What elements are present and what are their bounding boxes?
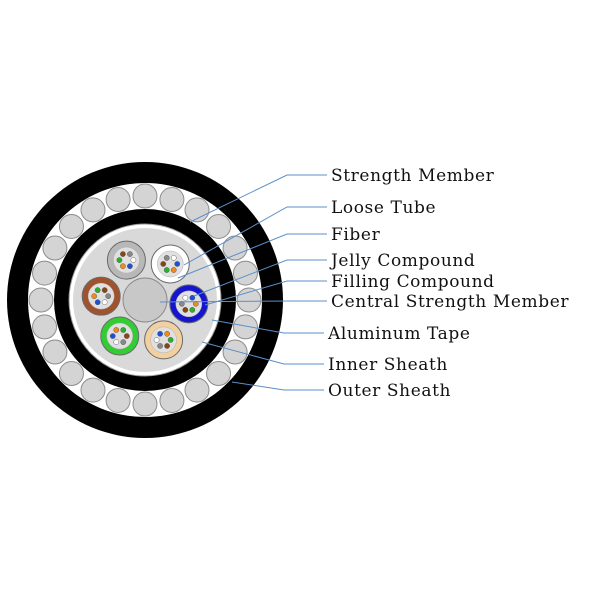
aluminum-tape-label: Aluminum Tape xyxy=(327,324,471,344)
fiber xyxy=(163,267,170,273)
strength-member-wire xyxy=(132,391,158,417)
strength-member-wire xyxy=(232,314,258,340)
jelly-compound xyxy=(106,322,134,350)
central-strength-member-label: Central Strength Member xyxy=(331,292,569,312)
inner-sheath-label: Inner Sheath xyxy=(328,355,448,375)
central-strength-member xyxy=(122,277,168,323)
fiber xyxy=(120,327,127,333)
strength-member-wire xyxy=(58,213,84,239)
fiber xyxy=(170,255,177,261)
jelly-compound xyxy=(113,246,140,274)
strength-member-wire xyxy=(42,235,68,261)
jelly-compound xyxy=(175,290,203,318)
fiber xyxy=(94,299,101,306)
jelly-compound-leader-line xyxy=(193,259,327,297)
strength-member-wire xyxy=(105,387,131,413)
strength-member-wire xyxy=(206,213,232,239)
strength-member-wire xyxy=(80,197,106,223)
jelly-compound xyxy=(87,282,115,310)
fiber xyxy=(130,257,137,263)
strength-member-wire xyxy=(105,187,131,213)
fiber xyxy=(120,263,126,269)
strength-member-wire xyxy=(236,287,262,313)
loose-tube-leader-line xyxy=(183,206,327,266)
fiber xyxy=(101,299,108,306)
fiber-label: Fiber xyxy=(331,225,381,245)
fiber xyxy=(113,339,120,345)
fiber xyxy=(189,294,196,301)
filling-compound-label: Filling Compound xyxy=(331,272,495,292)
strength-member-wire xyxy=(80,377,106,403)
strength-member-wire xyxy=(184,377,210,403)
fiber xyxy=(123,333,130,339)
jelly-compound-label: Jelly Compound xyxy=(329,251,475,271)
fiber xyxy=(164,343,170,349)
fiber xyxy=(157,343,163,349)
strength-member-label: Strength Member xyxy=(331,166,495,186)
fiber xyxy=(105,293,111,299)
fiber xyxy=(127,251,133,257)
strength-member-wire xyxy=(132,183,158,209)
fiber xyxy=(174,261,181,267)
fiber xyxy=(189,307,196,313)
strength-member-leader-line xyxy=(189,174,327,223)
fiber xyxy=(164,331,170,337)
fiber xyxy=(109,333,116,339)
outer-sheath-leader-line xyxy=(231,381,324,391)
fiber xyxy=(91,293,97,299)
fiber xyxy=(116,257,123,263)
strength-member-wire xyxy=(222,235,248,261)
fiber xyxy=(127,263,133,269)
fiber xyxy=(157,331,163,337)
strength-member-wire xyxy=(28,287,54,313)
fiber xyxy=(160,261,167,267)
fiber xyxy=(179,301,185,307)
inner-sheath-leader-line xyxy=(201,341,324,365)
fiber xyxy=(170,267,177,273)
strength-member-wire xyxy=(42,339,68,365)
fiber xyxy=(182,307,189,313)
outer-sheath-label: Outer Sheath xyxy=(328,381,451,401)
strength-member-wire xyxy=(32,314,58,340)
fiber xyxy=(101,287,108,293)
fiber xyxy=(153,337,160,343)
strength-member-wire xyxy=(58,361,84,387)
strength-member-wire xyxy=(222,339,248,365)
strength-member-wire xyxy=(32,260,58,286)
jelly-compound xyxy=(156,250,184,278)
fiber xyxy=(94,287,101,293)
strength-member-wire xyxy=(206,361,232,387)
aluminum-tape-leader-line xyxy=(211,319,324,334)
fiber xyxy=(120,339,127,345)
filling-compound-leader-line xyxy=(204,280,327,306)
jelly-compound xyxy=(150,326,177,354)
fiber-leader-line xyxy=(177,233,327,279)
strength-member-wire xyxy=(159,387,185,413)
fiber xyxy=(120,251,126,257)
fiber xyxy=(167,337,174,343)
fiber xyxy=(182,294,189,301)
strength-member-wire xyxy=(232,260,258,286)
loose-tube-label: Loose Tube xyxy=(331,198,436,218)
central-strength-member-leader-line xyxy=(159,300,327,303)
fiber xyxy=(113,327,120,333)
fiber xyxy=(163,255,170,261)
strength-member-wire xyxy=(159,187,185,213)
